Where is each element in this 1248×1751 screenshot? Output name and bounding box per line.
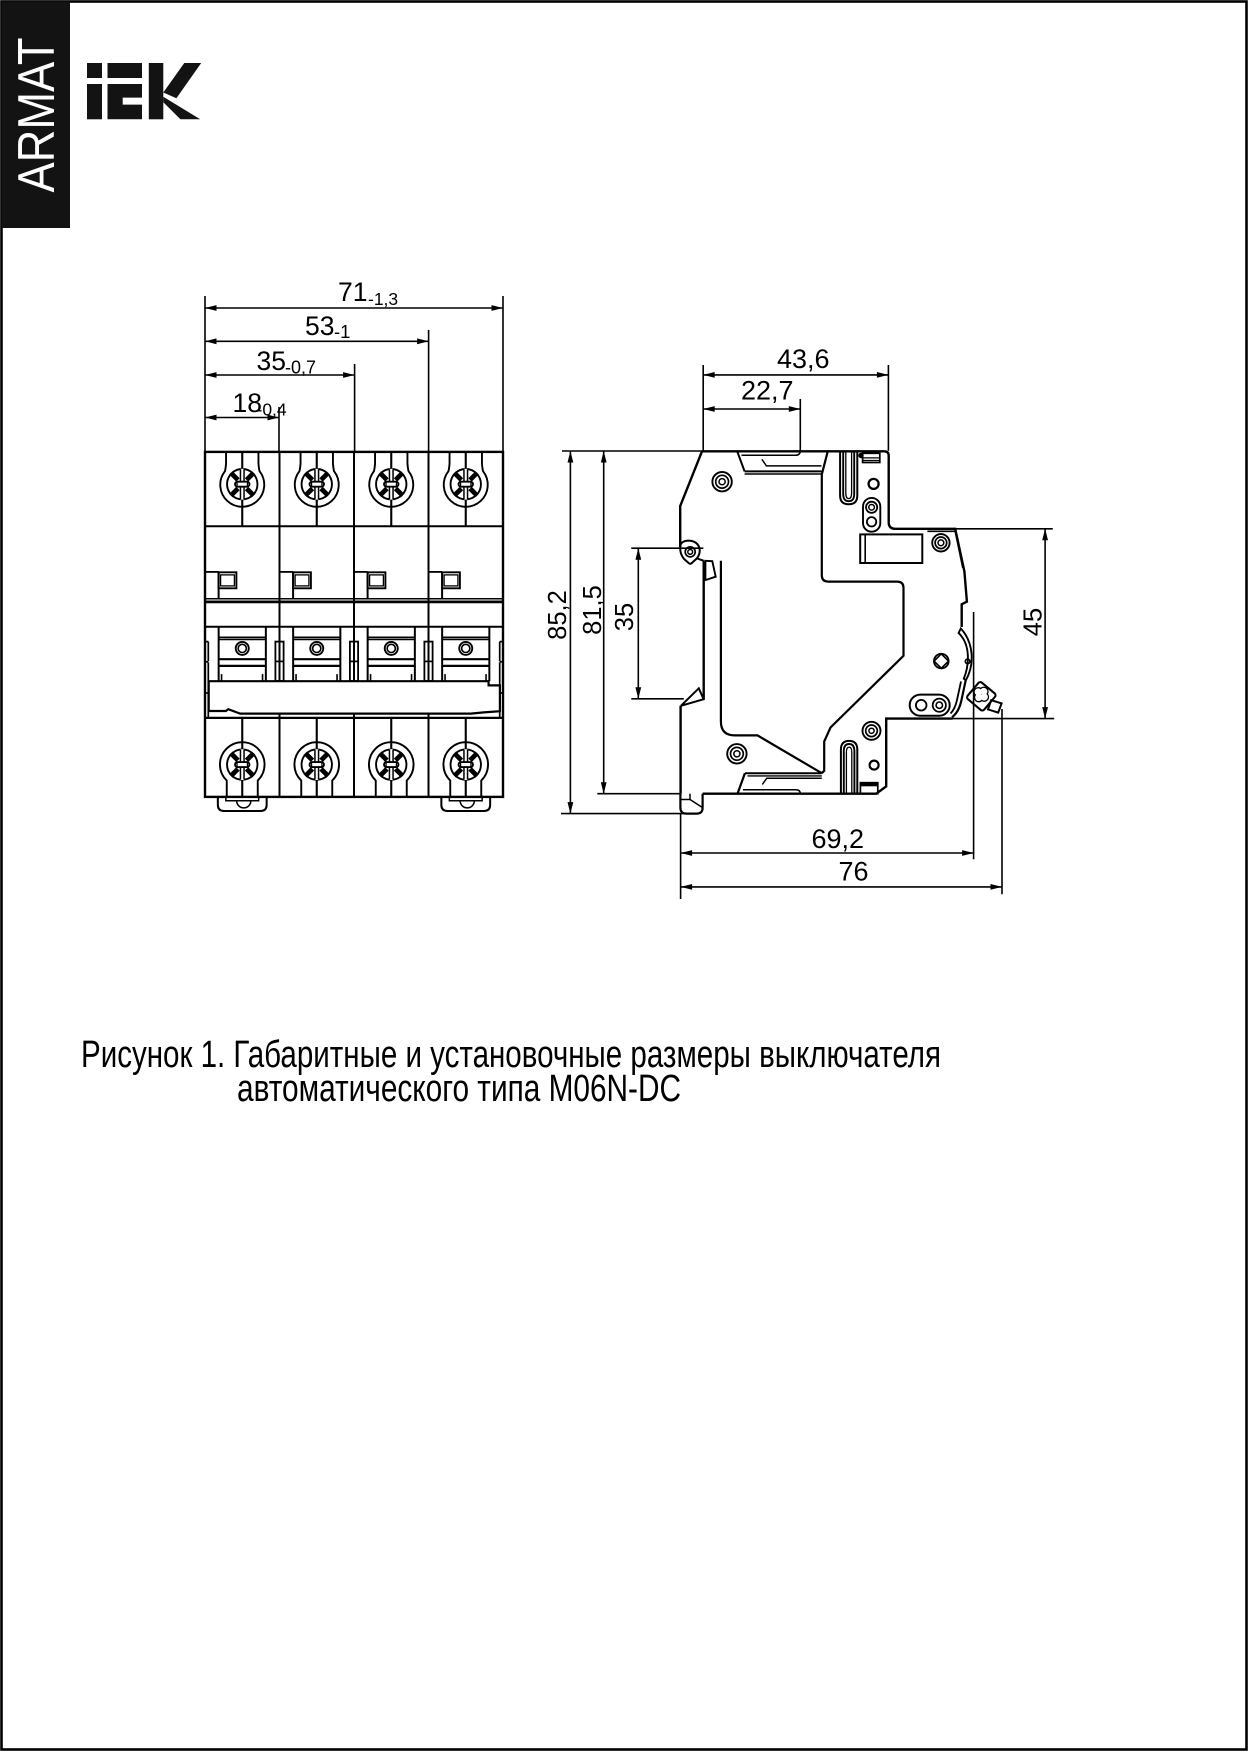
svg-text:35: 35	[257, 346, 286, 376]
svg-text:35: 35	[611, 603, 639, 631]
svg-text:76: 76	[839, 857, 869, 887]
svg-text:автоматического типа M06N-DC: автоматического типа M06N-DC	[237, 1068, 681, 1110]
svg-text:Рисунок 1. Габаритные и устано: Рисунок 1. Габаритные и установочные раз…	[81, 1034, 941, 1076]
svg-text:-0,4: -0,4	[257, 400, 287, 420]
svg-text:-1,3: -1,3	[368, 289, 398, 309]
svg-text:53: 53	[305, 311, 334, 341]
svg-text:18: 18	[233, 388, 262, 418]
svg-text:71: 71	[338, 277, 367, 307]
svg-text:69,2: 69,2	[812, 824, 865, 854]
svg-text:ARMAT: ARMAT	[8, 38, 66, 193]
svg-text:-0,7: -0,7	[285, 358, 316, 378]
svg-text:43,6: 43,6	[777, 344, 830, 374]
svg-text:45: 45	[1020, 608, 1048, 636]
svg-text:-1: -1	[334, 321, 350, 342]
svg-text:22,7: 22,7	[741, 376, 794, 406]
svg-text:85,2: 85,2	[544, 590, 572, 640]
svg-text:81,5: 81,5	[579, 585, 607, 635]
